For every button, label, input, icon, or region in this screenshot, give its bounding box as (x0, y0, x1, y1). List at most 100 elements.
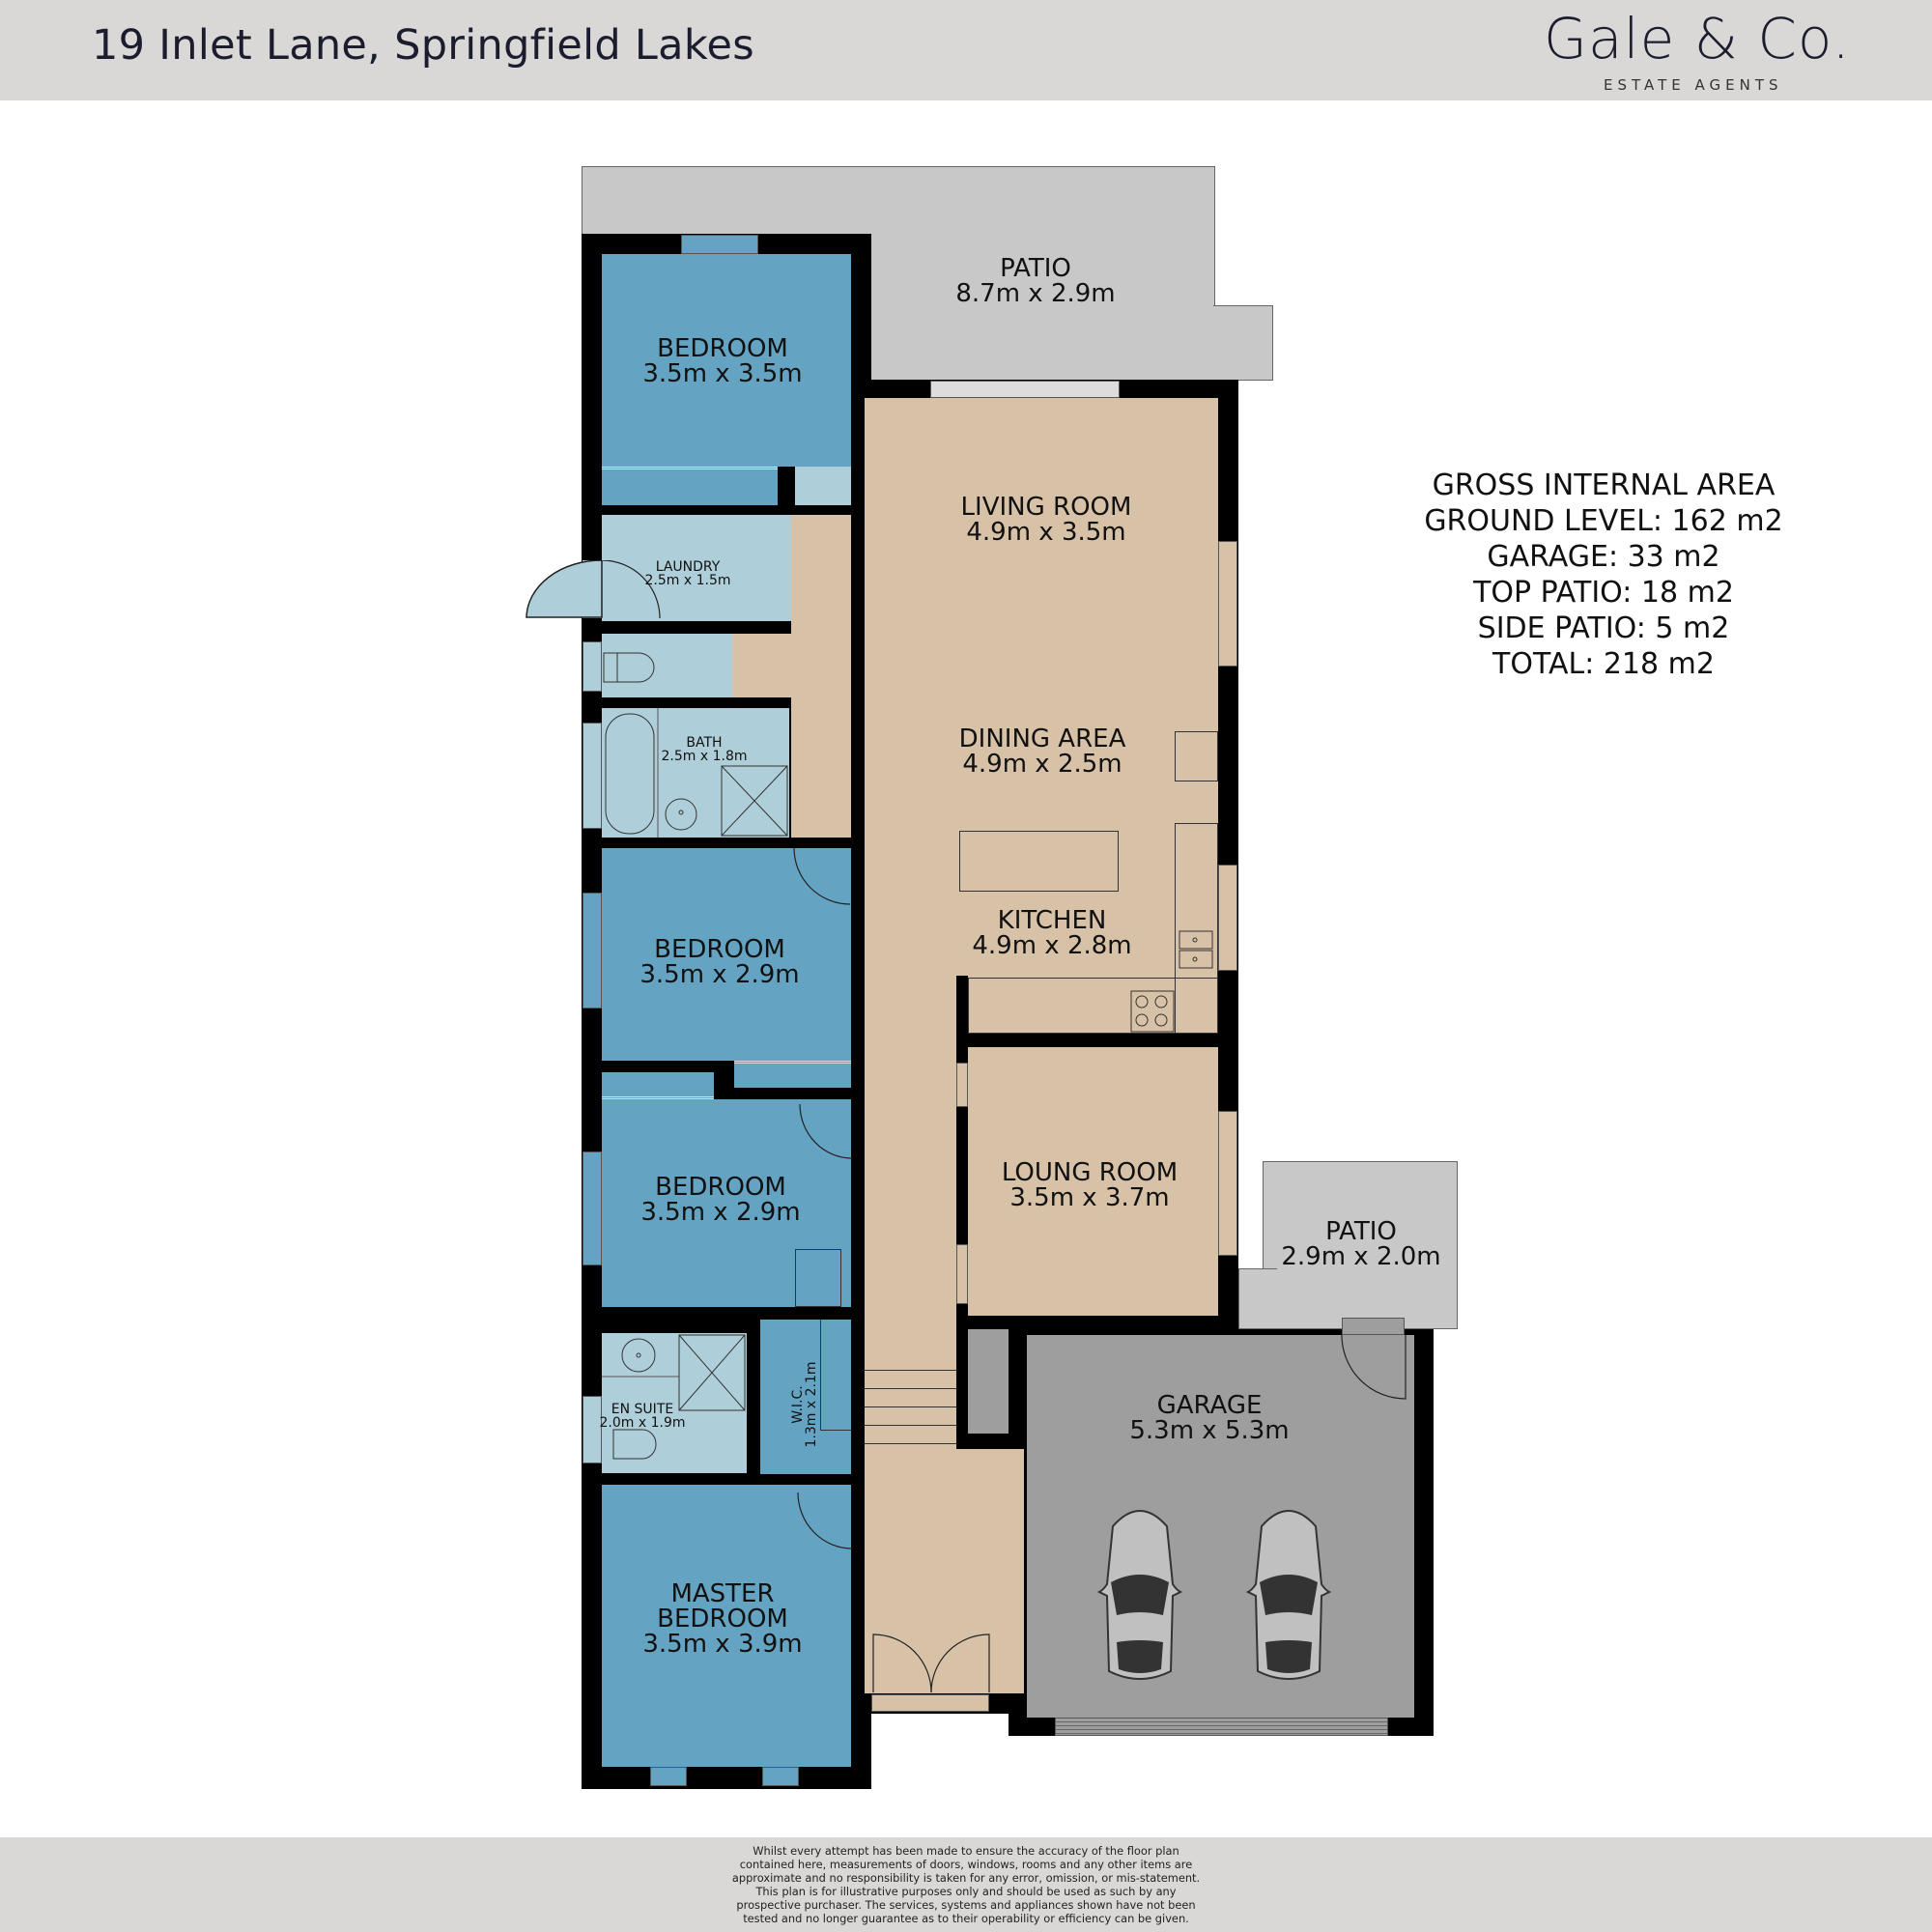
disclaimer-line: Whilst every attempt has been made to en… (753, 1844, 1179, 1858)
room-name: EN SUITE (611, 1402, 674, 1417)
label-bedroom-1: BEDROOM 3.5m x 3.5m (642, 336, 802, 386)
label-bedroom-2: BEDROOM 3.5m x 2.9m (639, 937, 799, 987)
stairs (865, 1352, 956, 1445)
room-name: BEDROOM (657, 334, 788, 363)
room-garage (1027, 1335, 1414, 1718)
room-size: 2.9m x 2.0m (1281, 1242, 1441, 1271)
window (582, 893, 602, 1009)
window (1218, 1111, 1237, 1256)
room-name: LAUNDRY (655, 559, 721, 575)
bedroom-3-cabinet (795, 1249, 841, 1307)
area-total: TOTAL: 218 m2 (1492, 647, 1715, 681)
footer-bar (0, 1837, 1932, 1932)
room-name: LOUNG ROOM (1001, 1158, 1179, 1187)
room-size: 2.5m x 1.8m (661, 749, 748, 764)
wic-shelf (820, 1320, 851, 1431)
room-size: 3.5m x 3.5m (642, 359, 803, 388)
room-size: 3.5m x 3.7m (1009, 1183, 1170, 1212)
sliding-door (930, 381, 1120, 398)
laundry-external-door-swing (526, 560, 603, 618)
room-name: LIVING ROOM (960, 493, 1132, 522)
window (582, 723, 602, 829)
entry (865, 1449, 1024, 1693)
room-wc (602, 634, 732, 697)
room-size: 5.3m x 5.3m (1129, 1416, 1290, 1445)
property-address: 19 Inlet Lane, Springfield Lakes (92, 21, 754, 70)
window (582, 1396, 602, 1463)
label-bath: BATH 2.5m x 1.8m (662, 736, 748, 763)
room-size: 3.5m x 2.9m (640, 1198, 801, 1227)
bedroom-1-wardrobe (602, 467, 778, 505)
window (582, 1151, 602, 1265)
toilet-icon (603, 652, 655, 683)
room-bedroom-2 (602, 848, 851, 1061)
window (582, 641, 602, 692)
header-bar: 19 Inlet Lane, Springfield Lakes Gale & … (0, 0, 1932, 100)
entry-double-door-swing (872, 1634, 990, 1693)
room-name: DINING AREA (958, 724, 1126, 753)
room-size: 3.5m x 3.9m (642, 1630, 803, 1659)
label-kitchen: KITCHEN 4.9m x 2.8m (972, 908, 1131, 958)
area-side-patio: SIDE PATIO: 5 m2 (1477, 611, 1730, 645)
room-name: GARAGE (1156, 1391, 1263, 1420)
room-size: 2.5m x 1.5m (644, 573, 731, 588)
label-garage: GARAGE 5.3m x 5.3m (1129, 1393, 1289, 1443)
patio-top-extension (1213, 305, 1273, 381)
room-size: 4.9m x 2.8m (972, 931, 1132, 960)
room-master-bedroom (602, 1485, 851, 1767)
sink-icon (1179, 930, 1213, 969)
door-swing (1341, 1335, 1406, 1400)
car-icon (1096, 1510, 1183, 1680)
label-ensuite: EN SUITE 2.0m x 1.9m (600, 1403, 686, 1430)
garage-store (968, 1329, 1009, 1434)
cooktop-icon (1130, 990, 1175, 1033)
window (762, 1767, 799, 1786)
patio-seam (1211, 307, 1217, 379)
room-size: 4.9m x 2.5m (962, 750, 1122, 779)
room-size: 3.5m x 2.9m (639, 960, 800, 989)
room-name: PATIO (1000, 254, 1071, 283)
room-wic (760, 1320, 851, 1474)
room-bedroom-1 (602, 254, 851, 467)
area-ground-level: GROUND LEVEL: 162 m2 (1424, 504, 1783, 538)
bedroom-2-wardrobe (734, 1061, 851, 1088)
room-size: 8.7m x 2.9m (955, 279, 1116, 308)
area-title: GROSS INTERNAL AREA (1432, 469, 1776, 502)
car-icon (1245, 1510, 1332, 1680)
disclaimer: Whilst every attempt has been made to en… (676, 1844, 1256, 1925)
door-swing (793, 848, 851, 905)
kitchen-stub-wall (956, 976, 968, 1034)
disclaimer-line: This plan is for illustrative purposes o… (755, 1885, 1177, 1898)
room-name: BATH (686, 735, 723, 751)
room-lounge (968, 1047, 1218, 1316)
room-name: W.I.C. (790, 1385, 806, 1424)
label-patio-top: PATIO 8.7m x 2.9m (955, 256, 1115, 306)
room-name-line-2: BEDROOM (657, 1605, 788, 1634)
room-name: PATIO (1325, 1217, 1397, 1246)
label-master-bedroom: MASTER BEDROOM 3.5m x 3.9m (642, 1581, 802, 1657)
disclaimer-line: prospective purchaser. The services, sys… (736, 1898, 1196, 1912)
room-ensuite (602, 1333, 747, 1473)
garage-side-door (1342, 1318, 1405, 1335)
room-size: 2.0m x 1.9m (599, 1415, 686, 1431)
bedroom-3-wardrobe (602, 1072, 714, 1099)
patio-side-seam (1273, 1270, 1281, 1327)
window (1218, 541, 1237, 667)
hallway-upper-branch (732, 634, 792, 697)
door-swing (799, 1104, 852, 1159)
laundry-door-swing (602, 560, 661, 619)
door-swing (797, 1492, 852, 1549)
opening (956, 1244, 968, 1304)
label-dining-area: DINING AREA 4.9m x 2.5m (959, 726, 1126, 777)
disclaimer-line: contained here, measurements of doors, w… (739, 1858, 1193, 1871)
room-bath (602, 708, 789, 838)
room-name: BEDROOM (655, 1173, 786, 1202)
window (650, 1767, 687, 1786)
room-size: 4.9m x 3.5m (966, 518, 1126, 547)
ensuite-fixtures-icon (602, 1334, 746, 1460)
entry-step (871, 1694, 989, 1712)
room-name: BEDROOM (654, 935, 785, 964)
room-laundry (602, 515, 791, 621)
disclaimer-line: tested and no longer guarantee as to the… (743, 1912, 1189, 1925)
area-summary: GROSS INTERNAL AREA GROUND LEVEL: 162 m2… (1391, 468, 1816, 682)
